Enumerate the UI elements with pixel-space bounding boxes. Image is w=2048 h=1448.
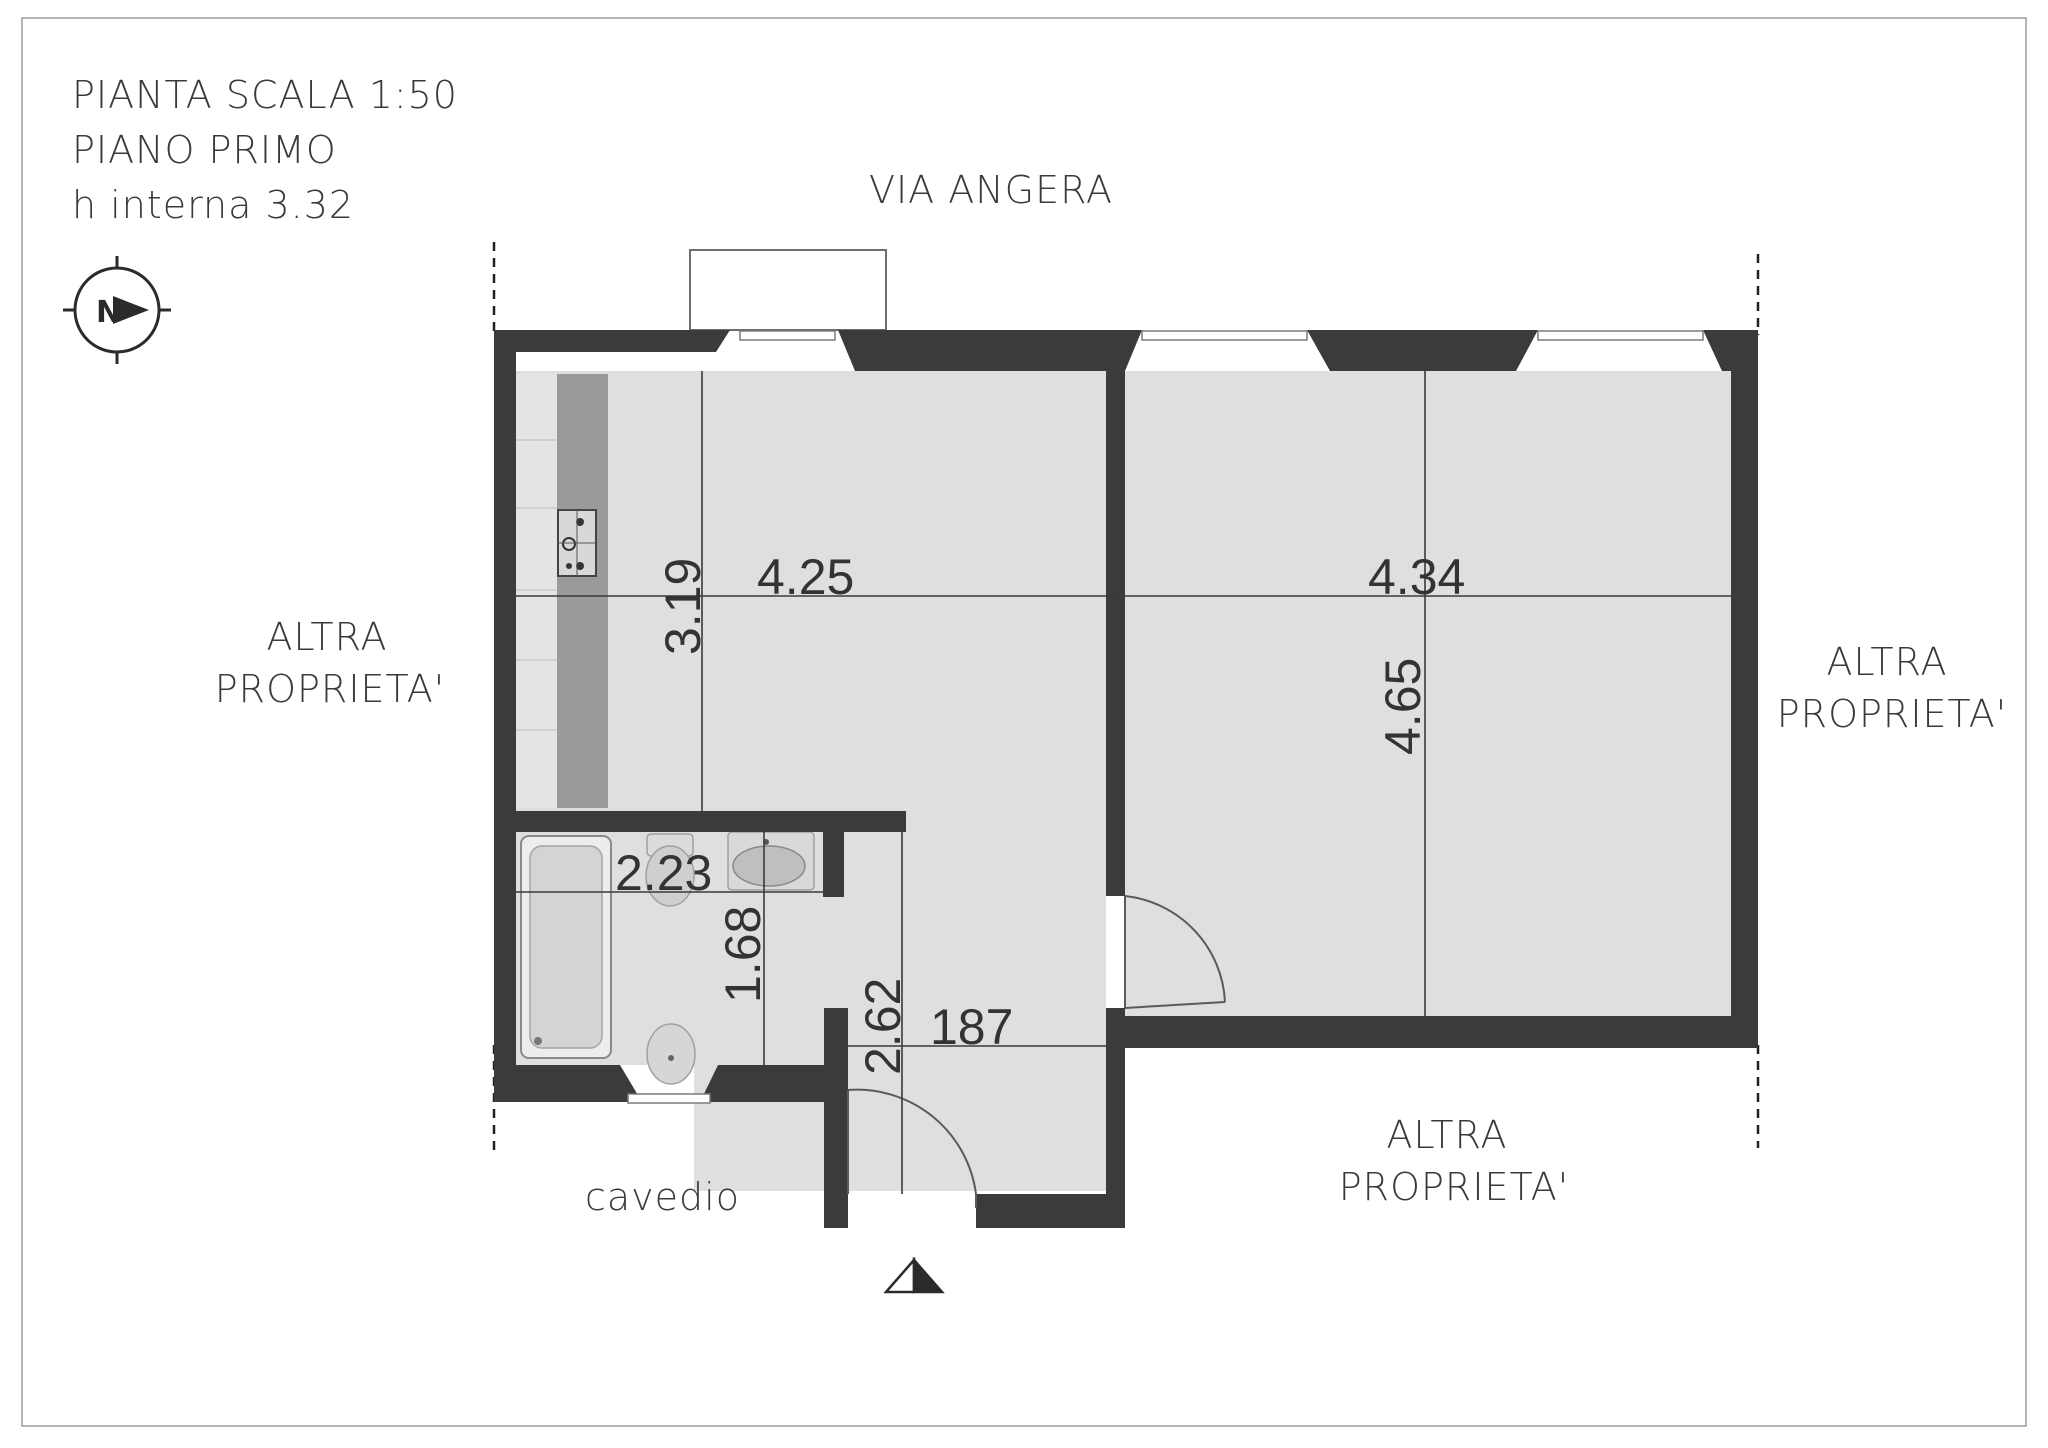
height-label: h interna 3.32 bbox=[72, 183, 354, 227]
balcony bbox=[689, 249, 887, 331]
living-kitchen-floor bbox=[516, 371, 1106, 811]
floor-label: PIANO PRIMO bbox=[72, 128, 337, 172]
bedroom-floor bbox=[1125, 371, 1731, 1016]
toilet-icon bbox=[645, 833, 695, 907]
entrance-door bbox=[847, 1088, 977, 1208]
neighbor-east-line1: ALTRA bbox=[1826, 640, 1947, 684]
window bbox=[627, 1093, 711, 1104]
neighbor-south: ALTRA PROPRIETA' bbox=[1339, 1113, 1569, 1209]
sheet-border bbox=[21, 17, 2027, 1427]
bedroom-door bbox=[1124, 895, 1226, 1009]
entrance-marker-icon bbox=[883, 1256, 945, 1294]
central-wall bbox=[1106, 352, 1125, 896]
west-wall bbox=[494, 352, 516, 1102]
bath-partition bbox=[516, 811, 906, 832]
neighbor-east: ALTRA PROPRIETA' bbox=[1777, 640, 2007, 736]
neighbor-south-line2: PROPRIETA' bbox=[1339, 1165, 1569, 1209]
top-wall-segment bbox=[494, 330, 730, 352]
doors bbox=[847, 895, 1226, 1208]
cooktop-icon bbox=[557, 509, 597, 577]
north-arrow-icon: N bbox=[63, 256, 171, 364]
kitchen-counter bbox=[516, 374, 608, 808]
dim-entry-depth: 2.62 bbox=[855, 978, 911, 1075]
top-wall-segment bbox=[838, 330, 1106, 371]
dimension-lines bbox=[516, 371, 1731, 1194]
bidet-icon bbox=[646, 1023, 696, 1085]
dim-bath-depth: 1.68 bbox=[715, 906, 771, 1003]
neighbor-south-line1: ALTRA bbox=[1386, 1113, 1507, 1157]
neighbor-west-line1: ALTRA bbox=[266, 615, 387, 659]
dim-entry-width: 187 bbox=[930, 999, 1013, 1055]
neighbor-west: ALTRA PROPRIETA' bbox=[215, 615, 445, 711]
south-wall bbox=[1125, 1016, 1758, 1048]
window bbox=[739, 330, 836, 341]
east-wall bbox=[1703, 330, 1758, 1046]
neighbor-east-line2: PROPRIETA' bbox=[1777, 692, 2007, 736]
walls bbox=[494, 330, 1758, 1228]
sink-icon bbox=[727, 831, 815, 891]
entry-bottom-wall bbox=[976, 1194, 1125, 1228]
dim-living-depth: 3.19 bbox=[655, 558, 711, 655]
window bbox=[1141, 330, 1308, 341]
dim-living-width: 4.25 bbox=[757, 549, 854, 605]
street-label: VIA ANGERA bbox=[869, 168, 1113, 212]
entry-left-wall bbox=[824, 1008, 848, 1228]
bathtub-icon bbox=[520, 835, 612, 1059]
compass-letter: N bbox=[96, 295, 121, 330]
scale-label: PIANTA SCALA 1:50 bbox=[72, 73, 458, 117]
dim-bedroom-depth: 4.65 bbox=[1375, 658, 1431, 755]
top-wall-segment bbox=[1307, 330, 1538, 371]
cavedio-label: cavedio bbox=[585, 1175, 740, 1219]
dim-bath-width: 2.23 bbox=[615, 845, 712, 901]
dim-bedroom-width: 4.34 bbox=[1368, 549, 1465, 605]
window bbox=[1537, 330, 1704, 341]
windows bbox=[627, 330, 1704, 1104]
neighbor-west-line2: PROPRIETA' bbox=[215, 667, 445, 711]
